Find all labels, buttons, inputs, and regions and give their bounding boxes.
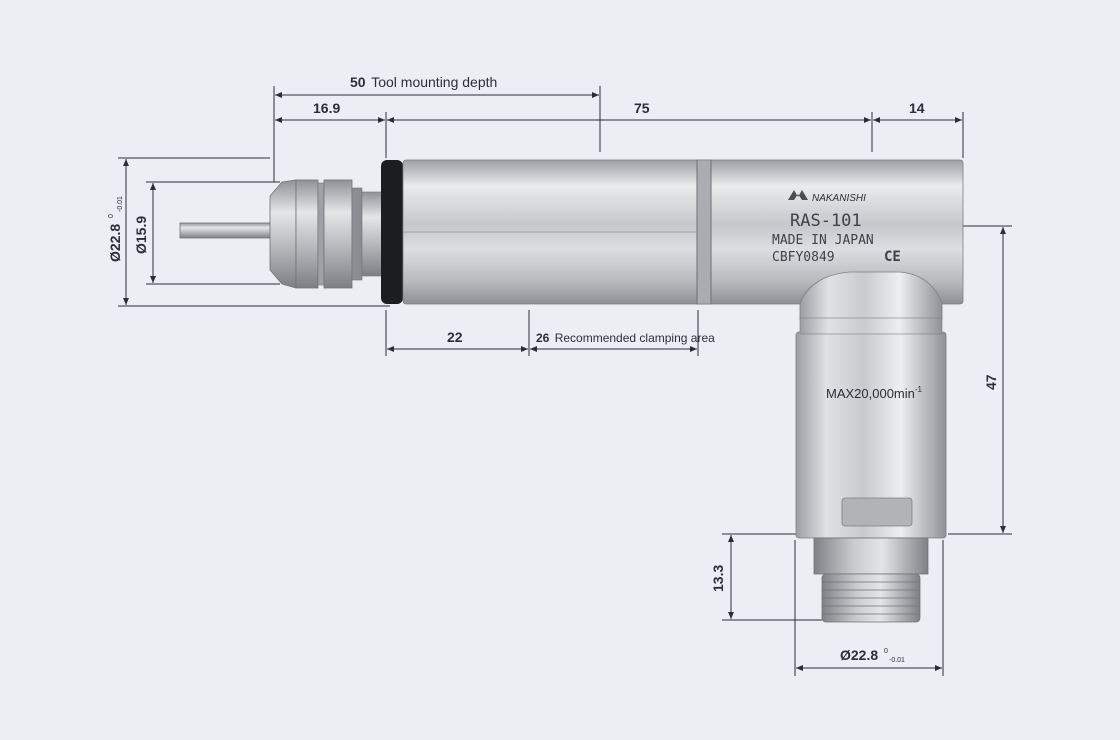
svg-text:Ø22.8 0: Ø22.8 0	[107, 214, 123, 262]
thread-base	[813, 537, 929, 575]
spindle-product	[179, 159, 964, 623]
nakanishi-logo-icon	[788, 190, 808, 200]
serial-marking: CBFY0849	[772, 250, 835, 265]
svg-text:Ø22.8 0: Ø22.8 0	[840, 647, 888, 663]
collet-nut	[269, 179, 297, 289]
dim-label-tool-mounting: 50 Tool mounting depth	[350, 74, 497, 90]
dim-label-13-3: 13.3	[710, 565, 726, 592]
dim-label-22-8-left: Ø22.8 0 -0.01	[107, 196, 124, 262]
dim-label-16-9: 16.9	[313, 100, 340, 116]
brand-marking: NAKANISHI	[812, 193, 866, 204]
dim-label-75: 75	[634, 100, 650, 116]
dim-label-22: 22	[447, 329, 463, 345]
svg-text:-0.01: -0.01	[889, 657, 905, 664]
dim-label-47: 47	[983, 374, 999, 390]
ce-mark-icon: CE	[884, 249, 901, 265]
extension-lines	[118, 86, 1012, 676]
wrench-flat	[841, 497, 913, 527]
dimension-lines	[123, 92, 1006, 671]
elbow-joint	[799, 271, 943, 321]
svg-text:-0.01: -0.01	[117, 196, 124, 212]
dim-label-15-9: Ø15.9	[133, 216, 149, 254]
max-speed-marking: MAX20,000min-1	[826, 385, 923, 401]
origin-marking: MADE IN JAPAN	[772, 233, 874, 248]
tool-shank	[179, 222, 277, 239]
body-groove	[696, 159, 712, 305]
dim-label-14: 14	[909, 100, 925, 116]
black-ring	[381, 160, 403, 304]
dim-label-22-8-bottom: Ø22.8 0 -0.01	[840, 647, 905, 664]
model-marking: RAS-101	[790, 211, 862, 231]
dim-label-clamping-area: 26 Recommended clamping area	[536, 331, 715, 345]
